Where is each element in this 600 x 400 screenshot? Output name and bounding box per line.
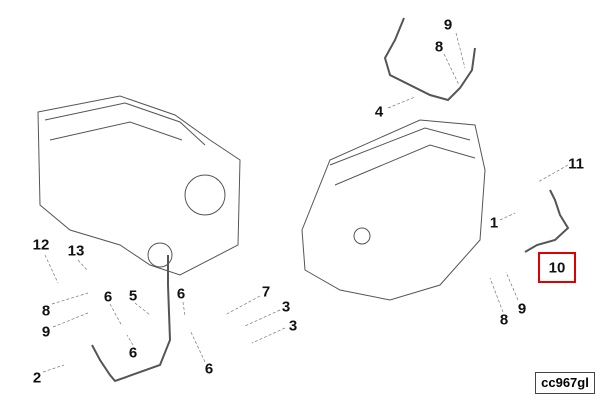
- tube-10: [524, 189, 570, 253]
- callout-6[interactable]: 6: [128, 344, 138, 362]
- callout-13[interactable]: 13: [67, 242, 85, 260]
- callout-6[interactable]: 6: [204, 360, 214, 378]
- callout-2[interactable]: 2: [32, 369, 42, 387]
- callout-9[interactable]: 9: [443, 16, 453, 34]
- callout-9[interactable]: 9: [517, 300, 527, 318]
- callout-10[interactable]: 10: [548, 259, 566, 277]
- left-engine-block: [37, 95, 241, 276]
- callout-7[interactable]: 7: [261, 283, 271, 301]
- tube-2: [91, 255, 172, 383]
- callout-12[interactable]: 12: [32, 236, 50, 254]
- figure-code: cc967gl: [535, 372, 595, 394]
- callout-6[interactable]: 6: [176, 285, 186, 303]
- callout-8[interactable]: 8: [434, 38, 444, 56]
- callout-11[interactable]: 11: [568, 155, 584, 173]
- callout-6[interactable]: 6: [103, 288, 113, 306]
- callout-1[interactable]: 1: [489, 214, 499, 232]
- right-engine-block: [301, 119, 486, 301]
- tube-4: [383, 17, 476, 102]
- highlight-box: [538, 252, 576, 283]
- callout-9[interactable]: 9: [41, 323, 51, 341]
- callout-4[interactable]: 4: [374, 103, 384, 121]
- callout-3[interactable]: 3: [281, 298, 291, 316]
- callout-8[interactable]: 8: [499, 311, 509, 329]
- callout-8[interactable]: 8: [41, 302, 51, 320]
- callout-3[interactable]: 3: [288, 317, 298, 335]
- callout-5[interactable]: 5: [128, 287, 138, 305]
